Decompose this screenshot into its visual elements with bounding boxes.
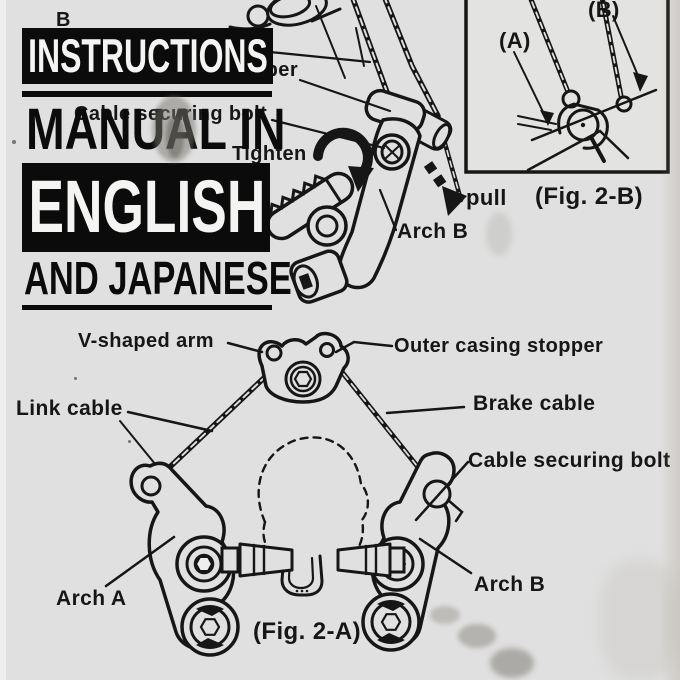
scan-speck [74,377,77,380]
cable-securing-bolt-label: Cable securing bolt [468,449,671,472]
fig-2a-caption: (Fig. 2-A) [253,618,361,645]
banner-rule-top [22,91,272,97]
tighten-label: Tighten [232,143,307,165]
arch-a-label: Arch A [56,587,127,610]
upper-drawing [228,0,467,304]
banner-line-3: ENGLISH [28,165,266,248]
arch-b-label-upper: Arch B [397,220,469,243]
banner-row-manual-in: MANUAL IN [26,100,350,160]
fig-2b-inset-box [464,0,670,174]
v-shaped-arm-label: V-shaped arm [78,330,214,352]
brake-cable-label: Brake cable [473,392,596,415]
banner-line-4: AND JAPANESE [24,252,292,304]
pull-arrow [423,161,467,216]
link-cable-label: Link cable [16,397,123,420]
banner-block-english: ENGLISH [22,163,270,252]
banner-rule-bottom [22,305,272,310]
arch-b-label: Arch B [474,573,546,596]
banner-row-and-japanese: AND JAPANESE [24,254,381,302]
right-brake-pad [336,542,406,578]
banner-line-1: INSTRUCTIONS [28,29,268,82]
v-shaped-arm-plate [257,331,350,404]
fig-2a-drawing [104,331,473,657]
banner-block-instructions: INSTRUCTIONS [22,28,273,84]
partial-label-top: B [56,9,71,31]
pull-label: pull [466,185,507,210]
inset-a-label: (A) [499,28,531,53]
inset-b-label: (B) [588,0,620,22]
fig-2b-caption: (Fig. 2-B) [535,183,643,210]
scan-speck [128,440,131,443]
tighten-arrow [313,127,374,192]
left-brake-pad [220,542,294,578]
scan-speck [12,140,16,144]
outer-casing-stopper-label: Outer casing stopper [394,335,604,357]
arch-a-arm [129,461,240,657]
arch-b-arm [361,451,470,652]
banner-line-2: MANUAL IN [26,97,286,162]
